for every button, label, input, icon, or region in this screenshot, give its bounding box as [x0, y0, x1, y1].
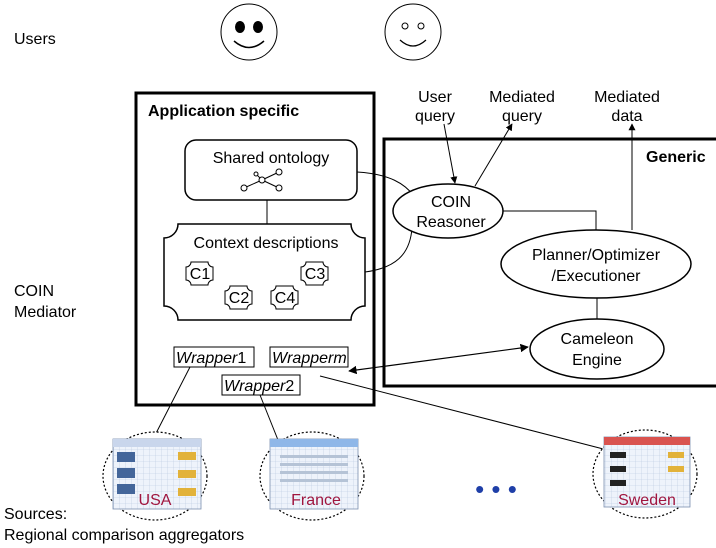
user-face-icon — [384, 3, 442, 61]
planner-label: Planner/Optimizer — [532, 247, 661, 264]
source-france-label: France — [291, 492, 341, 509]
mediated-query-arrow — [474, 123, 513, 187]
svg-text:Wrapperm: Wrapperm — [272, 350, 347, 367]
context-reasoner-connector — [364, 227, 413, 273]
sources-label: Sources: — [4, 506, 67, 523]
user-query-label: query — [415, 108, 455, 125]
coin-reasoner-label: COIN — [431, 194, 471, 211]
context-c3: C3 — [300, 261, 329, 286]
wrapper-cameleon-arrow — [348, 343, 529, 375]
planner-label: /Executioner — [552, 268, 642, 285]
cameleon-label: Cameleon — [561, 331, 634, 348]
mediated-data-label: Mediated — [594, 89, 660, 106]
planner-optimizer-executioner — [500, 229, 692, 299]
coin-mediator-label: Mediator — [14, 304, 77, 321]
source-usa: USA — [102, 431, 208, 521]
wrapper1-usa-connector — [149, 366, 191, 446]
wrapper2: Wrapper2 — [221, 374, 301, 396]
mediated-query-label: query — [502, 108, 542, 125]
svg-text:Wrapper2: Wrapper2 — [224, 378, 294, 395]
wrapper2-france-connector — [259, 394, 281, 446]
source-usa-label: USA — [139, 492, 172, 509]
generic-box-title: Generic — [646, 149, 706, 166]
context-descriptions-label: Context descriptions — [194, 235, 339, 252]
shared-ontology-box — [184, 139, 358, 201]
users-label: Users — [14, 31, 56, 48]
context-c4: C4 — [270, 285, 299, 310]
context-descriptions-box — [163, 223, 366, 321]
application-box-title: Application specific — [148, 103, 299, 120]
svg-text:C1: C1 — [190, 266, 211, 283]
shared-ontology-label: Shared ontology — [213, 150, 330, 167]
wrapperm: Wrapperm — [269, 346, 349, 368]
svg-text:C2: C2 — [229, 290, 250, 307]
svg-text:Wrapper1: Wrapper1 — [176, 350, 246, 367]
source-sweden-label: Sweden — [618, 492, 676, 509]
user-query-label: User — [418, 89, 452, 106]
coin-reasoner-label: Reasoner — [416, 214, 486, 231]
svg-text:C3: C3 — [305, 266, 326, 283]
user-query-arrow — [443, 123, 458, 184]
cameleon-label: Engine — [572, 352, 622, 369]
cameleon-engine — [529, 318, 665, 380]
more-sources-ellipsis: • • • — [475, 474, 517, 504]
wrapper1: Wrapper1 — [173, 346, 255, 368]
context-c2: C2 — [224, 285, 253, 310]
source-sweden: Sweden — [592, 429, 698, 519]
ontology-graph-icon — [240, 168, 283, 192]
wrapperm-sweden-connector — [319, 375, 616, 453]
mediated-data-label: data — [611, 108, 642, 125]
source-france: France — [259, 431, 365, 521]
svg-text:C4: C4 — [275, 290, 296, 307]
coin-mediator-label: COIN — [14, 283, 54, 300]
sources-label: Regional comparison aggregators — [4, 527, 244, 544]
context-c1: C1 — [185, 261, 214, 286]
reasoner-planner-connector — [503, 210, 597, 230]
user-face-icon — [220, 3, 278, 61]
mediated-query-label: Mediated — [489, 89, 555, 106]
